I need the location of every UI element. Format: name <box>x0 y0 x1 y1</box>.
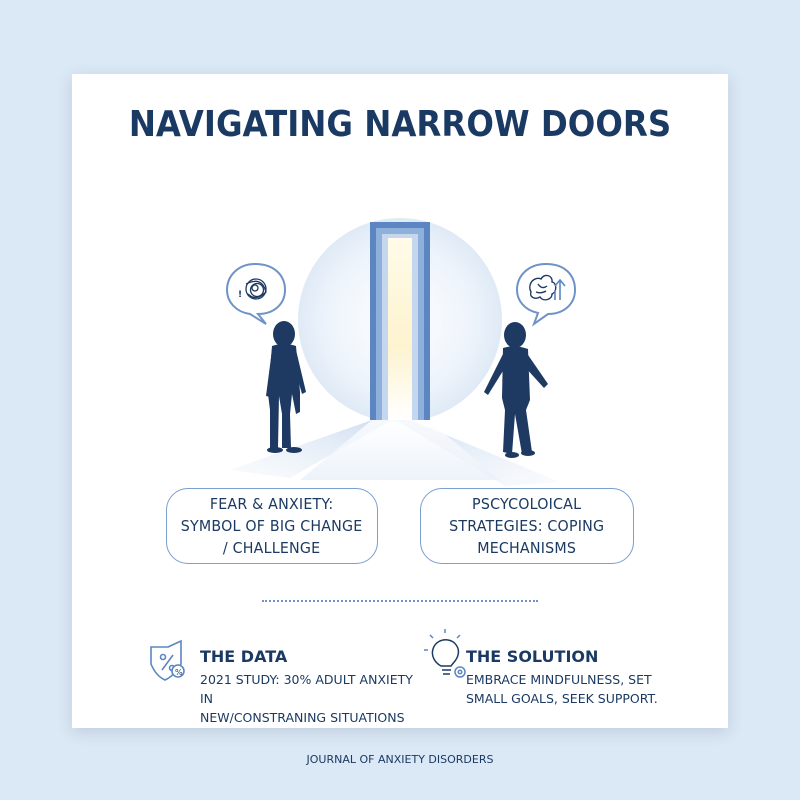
infographic-card <box>72 74 728 728</box>
coping-strategies-text: PSCYCOLOICAL STRATEGIES: COPING MECHANIS… <box>449 495 605 557</box>
data-section-body: 2021 STUDY: 30% ADULT ANXIETY IN NEW/CON… <box>200 672 413 725</box>
fear-anxiety-text: FEAR & ANXIETY: SYMBOL OF BIG CHANGE / C… <box>181 495 363 557</box>
coping-strategies-box: PSCYCOLOICAL STRATEGIES: COPING MECHANIS… <box>420 488 634 564</box>
page-title: NAVIGATING NARROW DOORS <box>128 104 672 145</box>
fear-anxiety-box: FEAR & ANXIETY: SYMBOL OF BIG CHANGE / C… <box>166 488 378 564</box>
solution-section-body: EMBRACE MINDFULNESS, SET SMALL GOALS, SE… <box>466 672 658 706</box>
dotted-divider <box>262 600 538 602</box>
solution-section-title: THE SOLUTION <box>466 647 599 666</box>
footer-source: JOURNAL OF ANXIETY DISORDERS <box>306 753 494 766</box>
data-section-title: THE DATA <box>200 647 288 666</box>
